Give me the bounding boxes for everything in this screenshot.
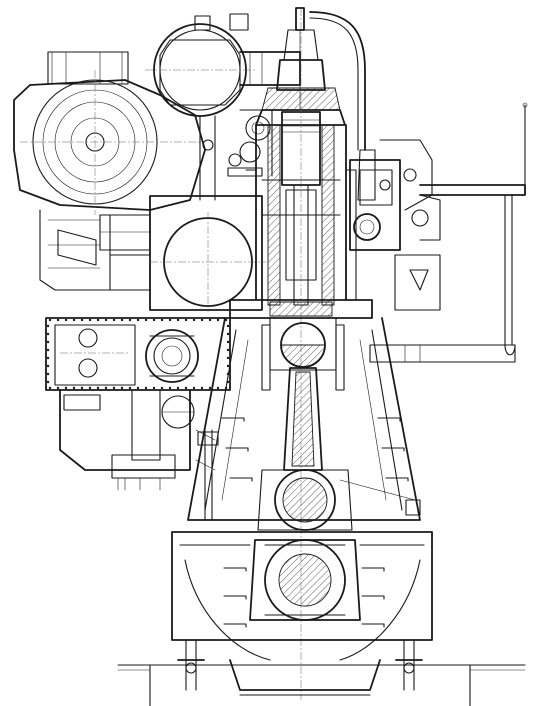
bolt [104,386,108,390]
bolt [46,324,50,328]
bolt [104,318,108,322]
inspection-slot [223,623,247,628]
bolt [56,318,60,322]
bolt [226,332,230,336]
inspection-slot [223,595,247,600]
main-bearing [249,529,361,621]
exhaust-receiver [145,13,301,201]
bolt [208,386,212,390]
bolt [208,318,212,322]
frame-box [187,317,421,628]
bolt [112,386,116,390]
bolt [168,386,172,390]
stuffing-box [229,299,373,319]
bolt [88,318,92,322]
bolt [176,318,180,322]
bolt [120,386,124,390]
bolt [48,386,52,390]
bolt [128,386,132,390]
inspection-slot [225,447,249,452]
bolt [160,386,164,390]
inspection-slot [381,447,405,452]
connecting-rod [283,367,323,471]
bolt [64,318,68,322]
bolt [46,356,50,360]
bolt [56,386,60,390]
scavenge-air-cooler [45,317,231,491]
inspection-slot [361,567,385,572]
bolt [216,386,220,390]
cooler-bolt-row [46,318,230,390]
crosshead [261,317,345,391]
bolt [168,318,172,322]
auxiliary-blower [227,109,273,177]
bolt [48,318,52,322]
bolt [80,318,84,322]
scavenge-air-receiver [99,195,266,312]
bolt [152,318,156,322]
inspection-slot [361,595,385,600]
bolt [152,386,156,390]
bolt [226,356,230,360]
bolt [226,340,230,344]
bolt [88,386,92,390]
bolt [136,386,140,390]
bolt [176,386,180,390]
bolt [46,364,50,368]
bolt [112,318,116,322]
bolt [184,318,188,322]
inspection-slot [229,477,253,482]
bolt [64,386,68,390]
bedplate [117,531,526,706]
crankpin [257,469,353,531]
bolt [80,386,84,390]
bolt [96,318,100,322]
bolt [184,386,188,390]
bolt [96,386,100,390]
bolt [226,364,230,368]
turbocharger [13,51,206,291]
inspection-slot [377,417,401,422]
bolt [46,332,50,336]
bolt [136,318,140,322]
bolt [72,318,76,322]
bolt [192,386,196,390]
platform [369,102,528,363]
cylinder-cover [255,87,346,126]
bolt [160,318,164,322]
inspection-slot [221,417,245,422]
lubrication-pipe [197,429,421,521]
bolt [46,380,50,384]
bolt [144,318,148,322]
hydraulic-cylinder-unit [349,139,441,311]
bolt [200,318,204,322]
bolt [144,386,148,390]
bolt [192,318,196,322]
bolt [226,348,230,352]
bolt [226,324,230,328]
bolt [46,372,50,376]
inspection-slot [223,567,247,572]
inspection-slot [361,623,385,628]
bolt [216,318,220,322]
bolt [128,318,132,322]
bolt [46,348,50,352]
bolt [46,340,50,344]
bolt [120,318,124,322]
cylinder-liner [245,124,357,306]
bolt [72,386,76,390]
inspection-slot [385,477,409,482]
bolt [200,386,204,390]
